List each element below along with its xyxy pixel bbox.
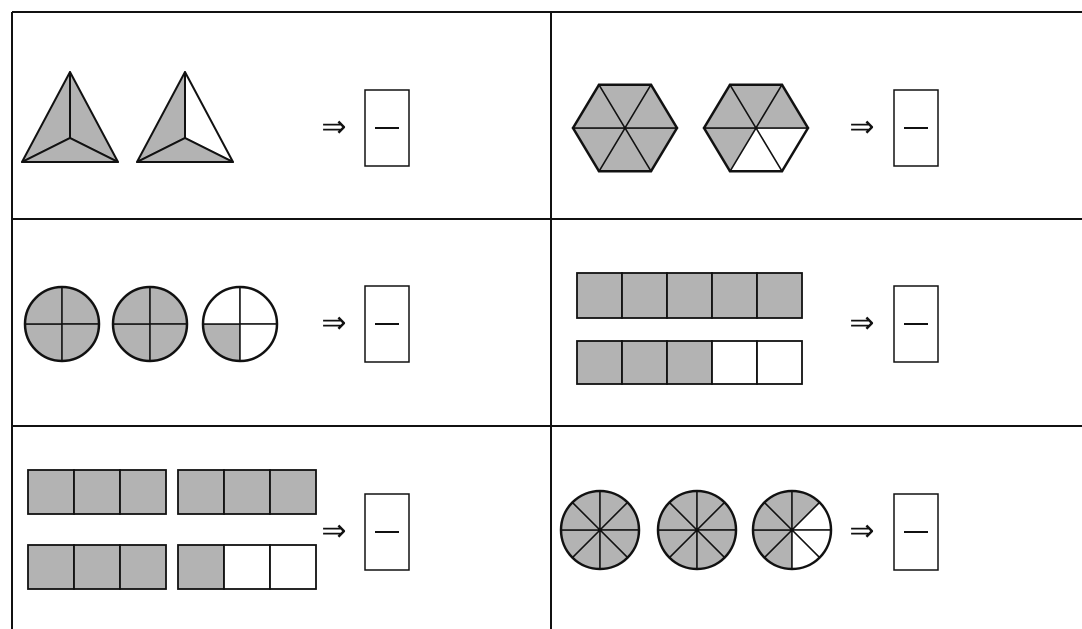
bar-part [269,469,317,515]
circle-whole-3 [751,489,833,571]
bar-whole-2 [177,469,317,515]
bar-part [576,340,623,385]
implies-arrow: ⇒ [849,514,874,549]
bar-part [177,544,225,590]
bar-whole-2 [576,340,803,385]
bar-part [177,469,225,515]
bar-part [756,272,803,319]
bar-part [27,469,75,515]
implies-arrow: ⇒ [321,110,346,145]
answer-bars-thirds: ⇒ [321,493,410,571]
bar-part [576,272,623,319]
worksheet-grid [11,11,1082,629]
triangle-whole-2 [136,71,234,163]
implies-arrow: ⇒ [849,306,874,341]
implies-arrow: ⇒ [849,110,874,145]
bar-part [119,544,167,590]
triangle-whole-1 [21,71,119,163]
circle-outline [751,489,833,571]
bar-part [269,544,317,590]
bar-whole-1 [576,272,803,319]
hexagon-whole-2 [702,83,810,173]
circle-outline [201,285,279,363]
circle-whole-2 [656,489,738,571]
implies-arrow: ⇒ [321,306,346,341]
circle-outline [656,489,738,571]
triangle-part [136,137,234,163]
circle-whole-1 [23,285,101,363]
bar-part [756,340,803,385]
answer-hexagons: ⇒ [849,89,939,167]
bar-part [711,272,758,319]
bar-whole-4 [177,544,317,590]
hexagon-whole-1 [571,83,679,173]
bar-part [666,340,713,385]
bar-part [223,469,271,515]
triangle-part [21,137,119,163]
bar-part [119,469,167,515]
answer-circles-eighths: ⇒ [849,493,939,571]
circle-outline [559,489,641,571]
bar-whole-3 [27,544,167,590]
hexagon-outline [702,83,810,173]
bar-part [621,272,668,319]
bar-part [73,469,121,515]
hexagon-outline [571,83,679,173]
bar-part [621,340,668,385]
bar-part [27,544,75,590]
answer-box [893,285,939,363]
bar-part [666,272,713,319]
answer-triangles: ⇒ [321,89,410,167]
bar-part [223,544,271,590]
circle-outline [23,285,101,363]
circle-whole-3 [201,285,279,363]
bar-part [711,340,758,385]
bar-whole-1 [27,469,167,515]
circle-outline [111,285,189,363]
answer-bars-fifths: ⇒ [849,285,939,363]
circle-whole-1 [559,489,641,571]
bar-part [73,544,121,590]
answer-circles-quarters: ⇒ [321,285,410,363]
implies-arrow: ⇒ [321,514,346,549]
circle-whole-2 [111,285,189,363]
